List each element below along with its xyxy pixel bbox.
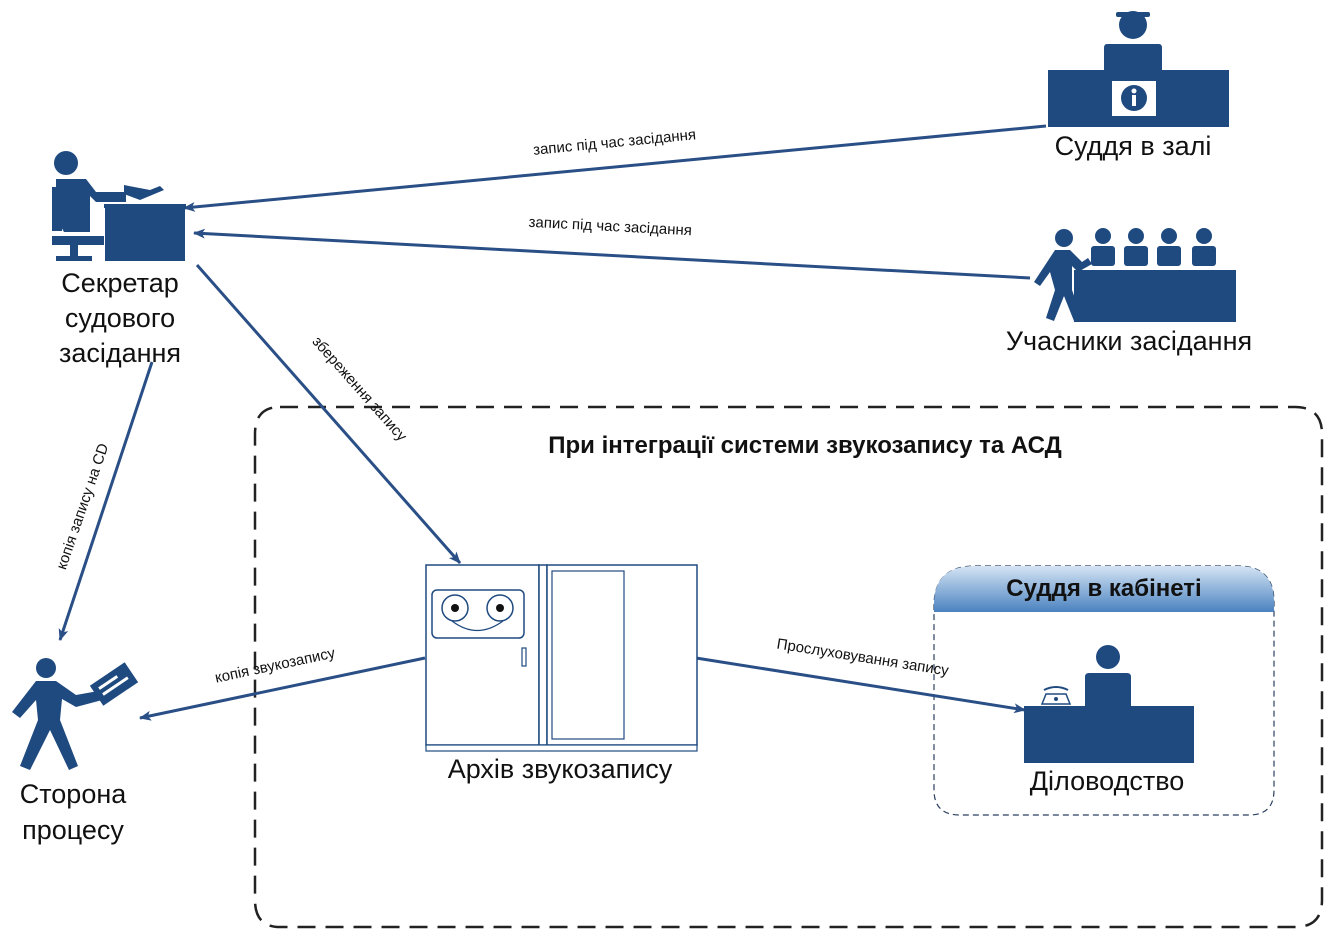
party-label-line1: Сторона [20,779,128,809]
edge-label-archive-to-office: Прослуховування запису [776,636,951,680]
person-with-phone-at-desk-icon [1024,645,1194,763]
secretary-label-line1: Секретар [61,268,179,298]
walking-person-with-document-icon [12,658,139,770]
edge-label-secretary-to-archive: збереження запису [309,333,411,445]
integration-group-frame [253,405,1324,929]
edge-archive-to-office [695,656,1026,714]
secretary-label-line2: судового [65,303,175,333]
edge-secretary-to-archive [195,264,462,564]
edge-archive-to-party [139,656,426,721]
cabinet-header [934,566,1274,612]
edge-secretary-to-party [58,361,154,641]
person-at-desk-icon [52,151,186,261]
office-label: Діловодство [1030,766,1185,796]
participants-label: Учасники засідання [1006,326,1252,356]
tape-archive-server-icon [425,564,698,752]
edge-participants-to-secretary [193,228,1031,280]
edge-label-participants-to-secretary: запис під час засідання [528,214,692,240]
judge-at-bench-icon [1048,11,1229,127]
participants-table-icon [1034,228,1236,322]
archive-label: Архів звукозапису [448,754,673,784]
cabinet-group: Суддя в кабінеті [933,565,1275,816]
cabinet-title: Суддя в кабінеті [1006,575,1201,602]
party-label-line2: процесу [22,815,124,845]
judge-hall-label: Суддя в залі [1055,131,1212,161]
secretary-label-line3: засідання [59,338,181,368]
integration-group-title: При інтеграції системи звукозапису та АС… [548,432,1062,459]
edge-judge-to-secretary [183,124,1047,212]
edge-label-judge-to-secretary: запис під час засідання [532,126,696,159]
